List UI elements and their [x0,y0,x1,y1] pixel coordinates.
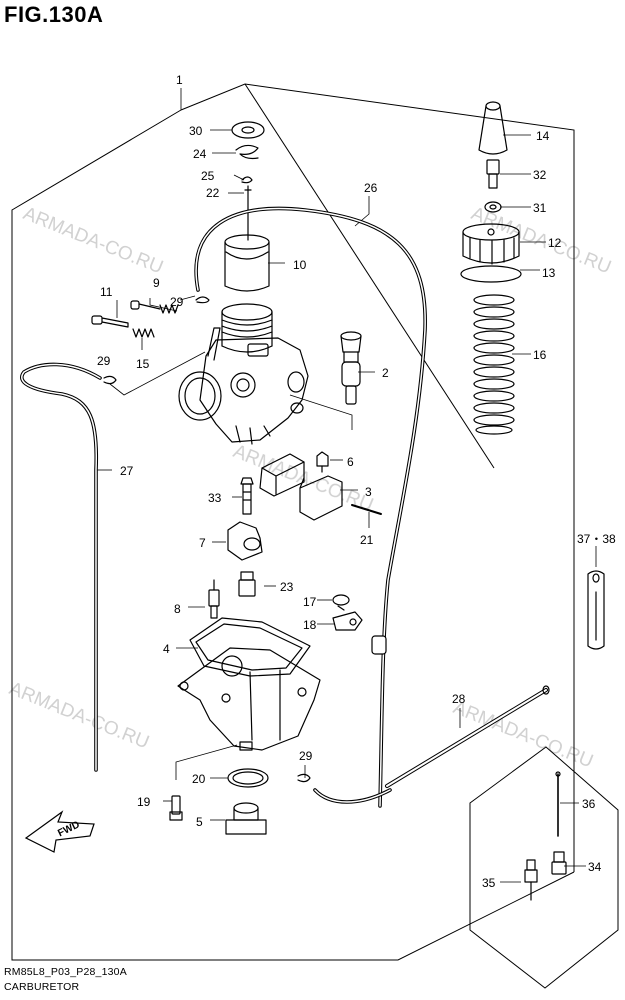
callout-number: 8 [174,602,181,616]
callout-number: 37・38 [577,532,616,546]
callout-labels: 1234567891011121314151617181920212223242… [97,73,616,890]
callout-number: 17 [303,595,317,609]
parts [20,101,605,901]
part-33-needle-jet [240,477,254,515]
callout-number: 25 [201,169,215,183]
callout-number: 11 [100,285,113,299]
part-9-spring [159,304,179,314]
part-35-jet [524,859,538,901]
callout-number: 4 [163,642,170,656]
figure-title: FIG.130A [4,2,104,27]
float-chamber [177,647,321,751]
part-19-screw [169,795,183,821]
part-10-throttle-valve [224,234,270,292]
figure-code: RM85L8_P03_P28_130A [4,966,127,978]
callout-number: 18 [303,618,317,632]
watermark-text: ARMADA-CO.RU [20,203,166,278]
callout-number: 36 [582,797,596,811]
part-20-oring [227,768,269,788]
callout-number: 7 [199,536,206,550]
part-25-eclip [241,176,253,184]
callout-number: 22 [206,186,220,200]
callout-number: 1 [176,73,183,87]
part-32-adjuster [486,159,500,189]
callout-number: 19 [137,795,151,809]
callout-number: 31 [533,201,547,215]
callout-number: 3 [365,485,372,499]
callout-number: 20 [192,772,206,786]
part-12-top-cap [462,223,520,265]
callout-number: 29 [97,354,111,368]
part-18-bracket [332,611,363,631]
callout-number: 35 [482,876,496,890]
carburetor-body [178,303,309,445]
part-7-baffle [227,521,263,561]
part-4-gasket [189,617,311,677]
part-6-valve [316,451,329,473]
part-17-screw [332,594,350,611]
part-26-vent-hose [194,206,427,808]
callout-number: 10 [293,258,307,272]
figure-name: CARBURETOR [4,981,80,993]
part-21-pin [351,504,382,515]
part-23-holder [238,571,256,597]
callout-number: 9 [153,276,160,290]
callout-number: 27 [120,464,134,478]
callout-number: 34 [588,860,602,874]
callout-number: 30 [189,124,203,138]
fwd-arrow-icon: FWD [24,810,95,853]
callout-number: 15 [136,357,150,371]
part-3-floats [259,453,343,521]
part-34-jet [551,851,567,875]
callout-number: 28 [452,692,466,706]
callout-number: 32 [533,168,547,182]
assembly-boundary [11,83,619,989]
part-5-plug [225,802,267,835]
watermark-text: ARMADA-CO.RU [6,678,152,753]
part-36-needle [555,771,561,837]
part-30-washer [231,121,265,139]
callout-number: 23 [280,580,294,594]
part-11-screw [91,315,129,328]
callout-number: 14 [536,129,550,143]
callout-number: 5 [196,815,203,829]
part-31-nut [484,201,502,213]
part-37-38-strap [587,570,605,650]
callout-number: 21 [360,533,374,547]
part-29-clip [103,375,117,385]
callout-number: 6 [347,455,354,469]
callout-number: 12 [548,236,562,250]
part-29-clip [195,296,210,304]
part-24-clip [235,144,259,160]
part-9-screw [130,300,161,310]
part-13-gasket [460,265,522,283]
callout-number: 33 [208,491,222,505]
callout-number: 24 [193,147,207,161]
part-2-plunger [340,331,362,405]
callout-number: 13 [542,266,556,280]
part-8-pilot-jet [208,579,220,619]
callout-number: 29 [299,749,313,763]
part-29-clip [297,773,311,783]
part-16-spring [473,294,515,435]
callout-number: 29 [170,295,184,309]
callout-number: 16 [533,348,547,362]
callout-number: 26 [364,181,378,195]
part-14-cap [478,101,508,155]
part-15-spring [132,328,155,338]
callout-number: 2 [382,366,389,380]
